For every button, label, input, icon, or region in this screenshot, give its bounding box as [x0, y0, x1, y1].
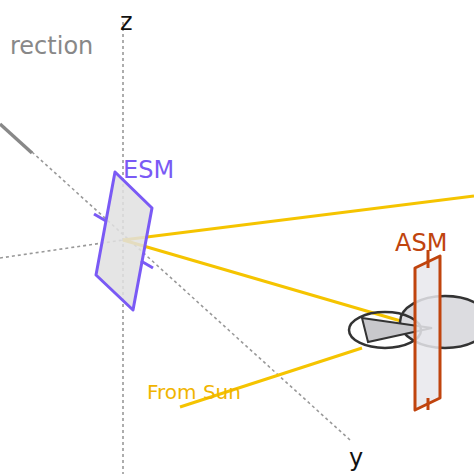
- direction-arrow: [0, 124, 32, 153]
- mirror-normal: [427, 398, 430, 410]
- y-axis: [32, 152, 350, 440]
- part-name: ESM: [123, 158, 174, 182]
- asm-mirror: [415, 256, 440, 410]
- mirror-normal: [94, 214, 106, 221]
- source-label: From Sun: [147, 382, 241, 402]
- axis-label: z: [120, 10, 133, 34]
- part-name: ASM: [395, 231, 447, 255]
- mirror-normal: [141, 261, 153, 268]
- axis-label: y: [349, 446, 363, 470]
- telescope-ring: [349, 312, 421, 348]
- direction-label: rection: [10, 34, 93, 58]
- esm-mirror: [96, 172, 152, 310]
